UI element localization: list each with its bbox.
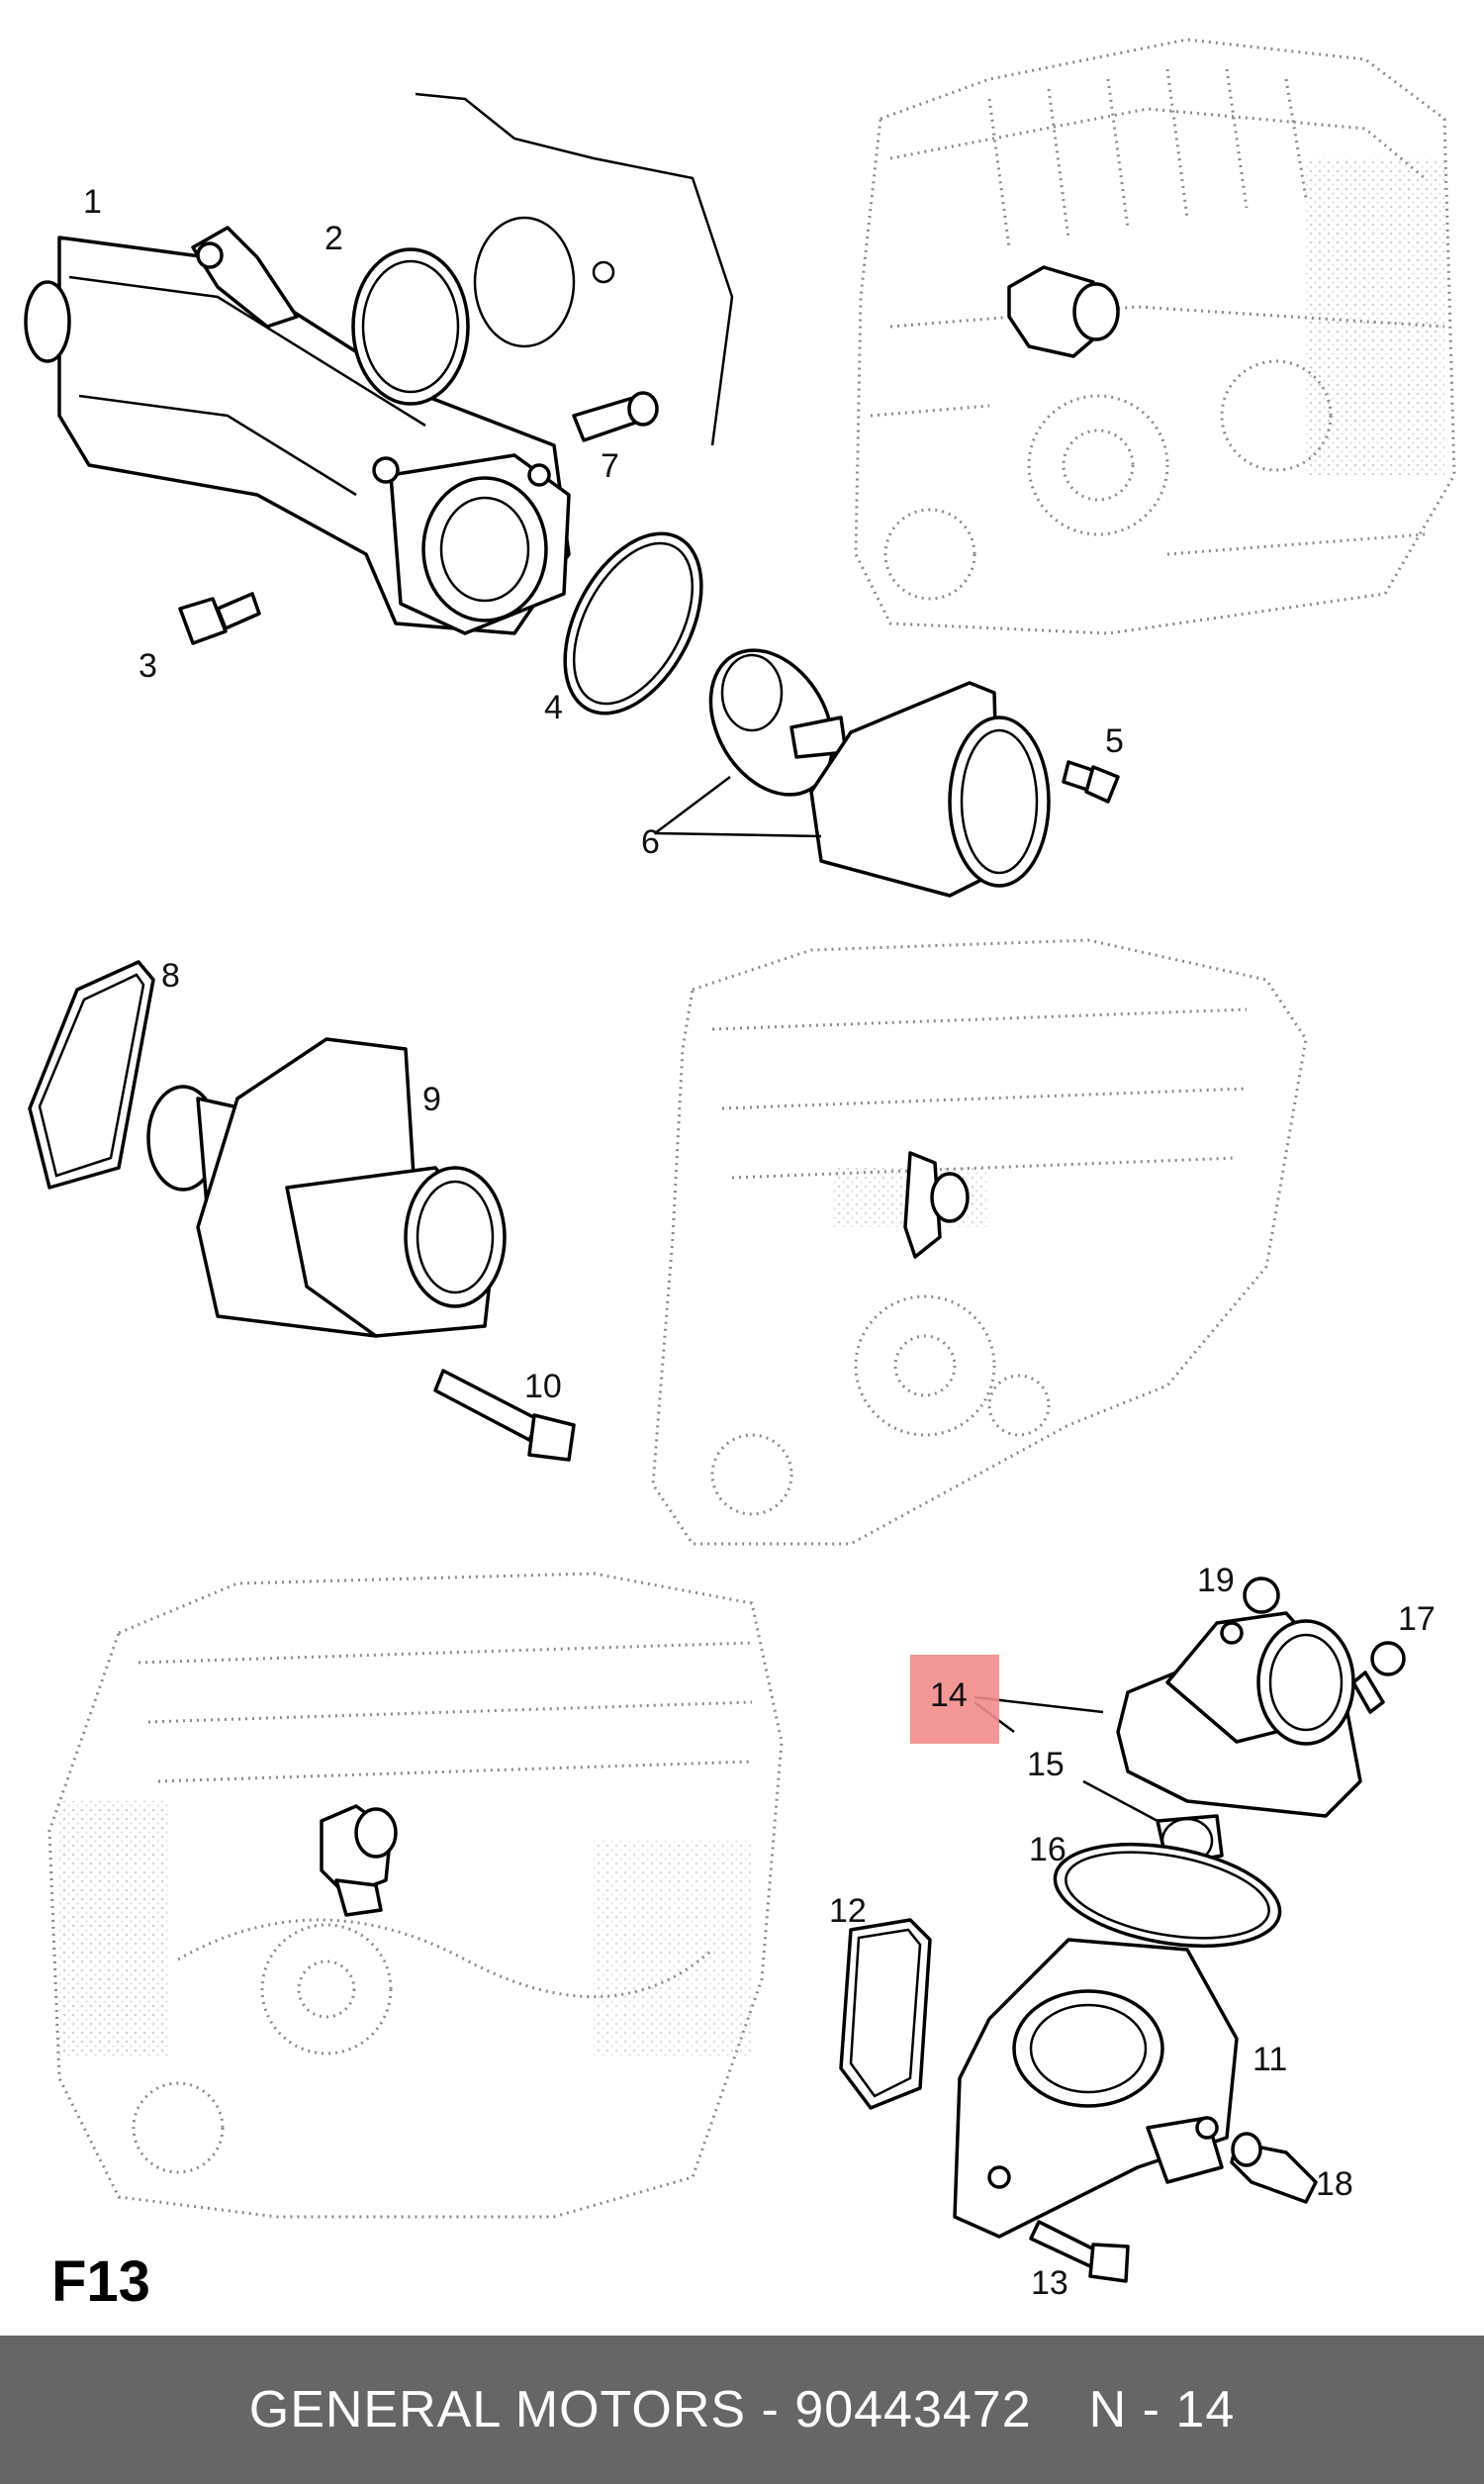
callout-5: 5 xyxy=(1105,722,1124,760)
part-4-o-ring xyxy=(563,531,703,716)
callout-7: 7 xyxy=(601,447,619,485)
callout-4: 4 xyxy=(544,689,563,726)
callout-19: 19 xyxy=(1197,1562,1235,1599)
callout-6: 6 xyxy=(641,823,660,861)
callout-15: 15 xyxy=(1027,1746,1065,1783)
callout-14: 14 xyxy=(930,1676,968,1714)
callout-18: 18 xyxy=(1316,2165,1353,2203)
figure-id: F13 xyxy=(51,2249,150,2314)
part-12-gasket xyxy=(839,1918,932,2110)
part-8-gasket xyxy=(28,960,155,1190)
footer-brand-part-number: GENERAL MOTORS - 90443472 xyxy=(248,2381,1032,2438)
part-17-bolt xyxy=(1351,1641,1406,1714)
callout-13: 13 xyxy=(1031,2264,1068,2302)
part-10-bolt xyxy=(433,1369,576,1462)
footer-bar: GENERAL MOTORS - 90443472 N - 14 xyxy=(0,2336,1484,2484)
callout-12: 12 xyxy=(829,1892,867,1930)
part-13-bolt xyxy=(1029,2220,1130,2283)
highlight-box-14 xyxy=(910,1655,999,1744)
part-5-bolt xyxy=(1062,760,1120,804)
part-11-thermostat-housing xyxy=(953,1938,1239,2239)
part-19-plug xyxy=(1243,1576,1280,1614)
part-2-gasket xyxy=(351,247,470,406)
callout-3: 3 xyxy=(139,647,157,685)
leader-lines xyxy=(654,776,1159,1823)
part-16-o-ring xyxy=(1053,1842,1282,1949)
part-3-bolt xyxy=(178,592,261,645)
callout-8: 8 xyxy=(161,957,180,995)
callout-16: 16 xyxy=(1029,1831,1067,1868)
callout-labels: 1 2 3 4 5 6 7 8 9 10 11 12 13 14 15 16 1… xyxy=(83,183,1436,2302)
callout-10: 10 xyxy=(524,1368,562,1405)
part-1-water-pipe-housing xyxy=(24,226,571,635)
callout-17: 17 xyxy=(1398,1600,1436,1638)
callout-1: 1 xyxy=(83,183,102,221)
footer-reference: N - 14 xyxy=(1088,2381,1236,2438)
part-18-sensor xyxy=(1230,2132,1318,2204)
callout-11: 11 xyxy=(1252,2041,1287,2078)
part-7-sensor xyxy=(572,391,659,442)
part-6-thermostat-and-cover xyxy=(708,648,1051,898)
callout-2: 2 xyxy=(325,220,343,257)
part-9-thermostat-housing xyxy=(146,1037,507,1338)
part-14-thermostat-cover xyxy=(1116,1611,1362,1818)
engine-block-top-outline xyxy=(415,92,734,446)
engine-context-top xyxy=(854,38,1456,635)
callout-9: 9 xyxy=(422,1081,441,1118)
diagram-canvas: 1 2 3 4 5 6 7 8 9 10 11 12 13 14 15 16 1… xyxy=(24,38,1456,2302)
engine-context-bottom xyxy=(47,1572,784,2219)
engine-context-middle xyxy=(651,938,1308,1546)
